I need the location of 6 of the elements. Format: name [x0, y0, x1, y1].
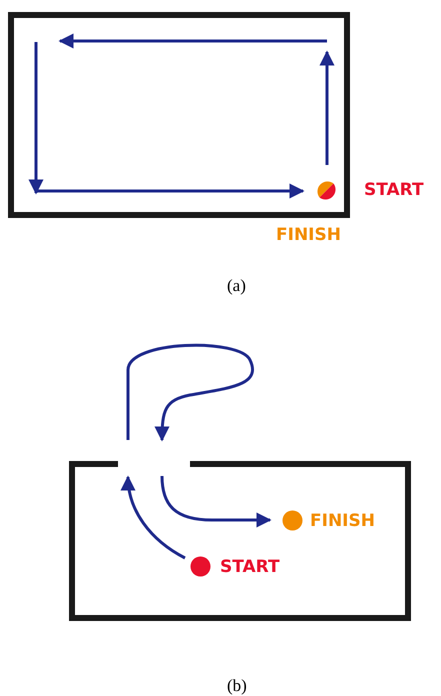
point-label: FINISH	[276, 225, 341, 245]
point-label: FINISH	[310, 511, 375, 531]
panel-caption: (b)	[227, 676, 247, 696]
panel-caption: (a)	[227, 276, 246, 296]
point-label: START	[364, 180, 424, 200]
point-label: START	[220, 557, 280, 577]
